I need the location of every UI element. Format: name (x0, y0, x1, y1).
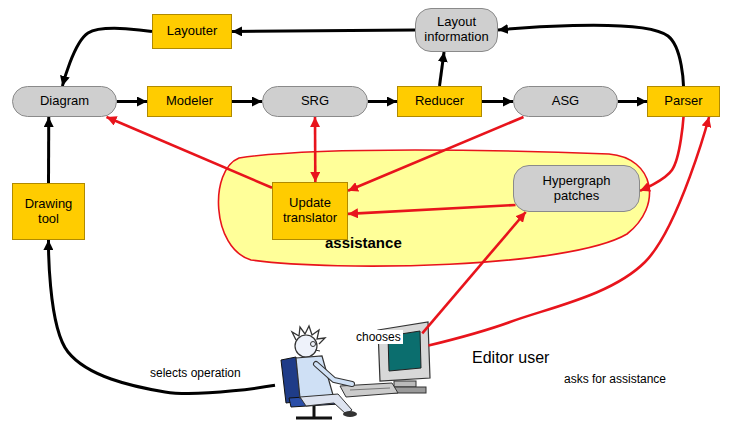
illustration-part (316, 364, 352, 384)
node-label: Drawing tool (19, 197, 78, 227)
assist-arrow (314, 117, 317, 182)
flow-arrow (232, 30, 415, 32)
node-label: Modeler (166, 94, 213, 109)
data-pill: Diagram (12, 86, 117, 117)
illustration-part (394, 381, 416, 387)
edge-label: asks for assistance (562, 372, 668, 386)
flow-arrow (440, 52, 445, 86)
process-box: Parser (647, 86, 720, 117)
flow-arrow (368, 100, 397, 103)
node-label: Diagram (40, 94, 89, 109)
process-box: Modeler (147, 86, 232, 117)
illustration-part (313, 406, 316, 417)
process-box: Drawing tool (12, 183, 85, 240)
data-pill: Hypergraph patches (513, 165, 640, 212)
data-pill: SRG (262, 86, 368, 117)
node-label: Parser (664, 94, 702, 109)
illustration-part (315, 350, 320, 351)
node-label: Layout information (422, 15, 491, 45)
assistance-region: Update translator Hypergraph patches assis… (207, 148, 662, 273)
chair (281, 357, 339, 418)
node-label: Reducer (415, 94, 464, 109)
data-pill: ASG (513, 86, 618, 117)
node-label: ASG (552, 94, 579, 109)
illustration-part (311, 342, 316, 347)
flow-arrow (482, 100, 513, 103)
region-title: assistance (325, 234, 402, 251)
node-label: Update translator (277, 196, 343, 226)
node-label: SRG (301, 94, 329, 109)
edge-label: chooses (354, 330, 403, 344)
illustration-part (316, 364, 352, 384)
illustration-part (350, 388, 390, 390)
flow-arrow (498, 25, 684, 86)
flow-arrow (232, 100, 262, 103)
assist-arrow (107, 117, 273, 188)
process-box: Update translator (272, 182, 348, 240)
edge-label: selects operation (148, 366, 243, 380)
node-label: Layouter (167, 24, 218, 39)
flow-arrow (117, 100, 147, 103)
illustration-part (296, 417, 332, 420)
actor-label: Editor user (472, 349, 549, 367)
process-box: Reducer (397, 86, 482, 117)
person (292, 326, 357, 417)
data-pill: Layout information (415, 8, 498, 52)
illustration-part (343, 411, 357, 417)
node-label: Hypergraph patches (532, 174, 621, 204)
illustration-part (295, 335, 317, 357)
region-shape (218, 150, 649, 266)
flow-arrow (62, 28, 152, 86)
flow-arrow (48, 240, 275, 394)
flow-arrow (618, 100, 647, 103)
flow-arrow (47, 117, 50, 183)
user-figure: Editor user (275, 318, 430, 420)
process-box: Layouter (152, 14, 232, 49)
illustration-part (300, 394, 352, 414)
